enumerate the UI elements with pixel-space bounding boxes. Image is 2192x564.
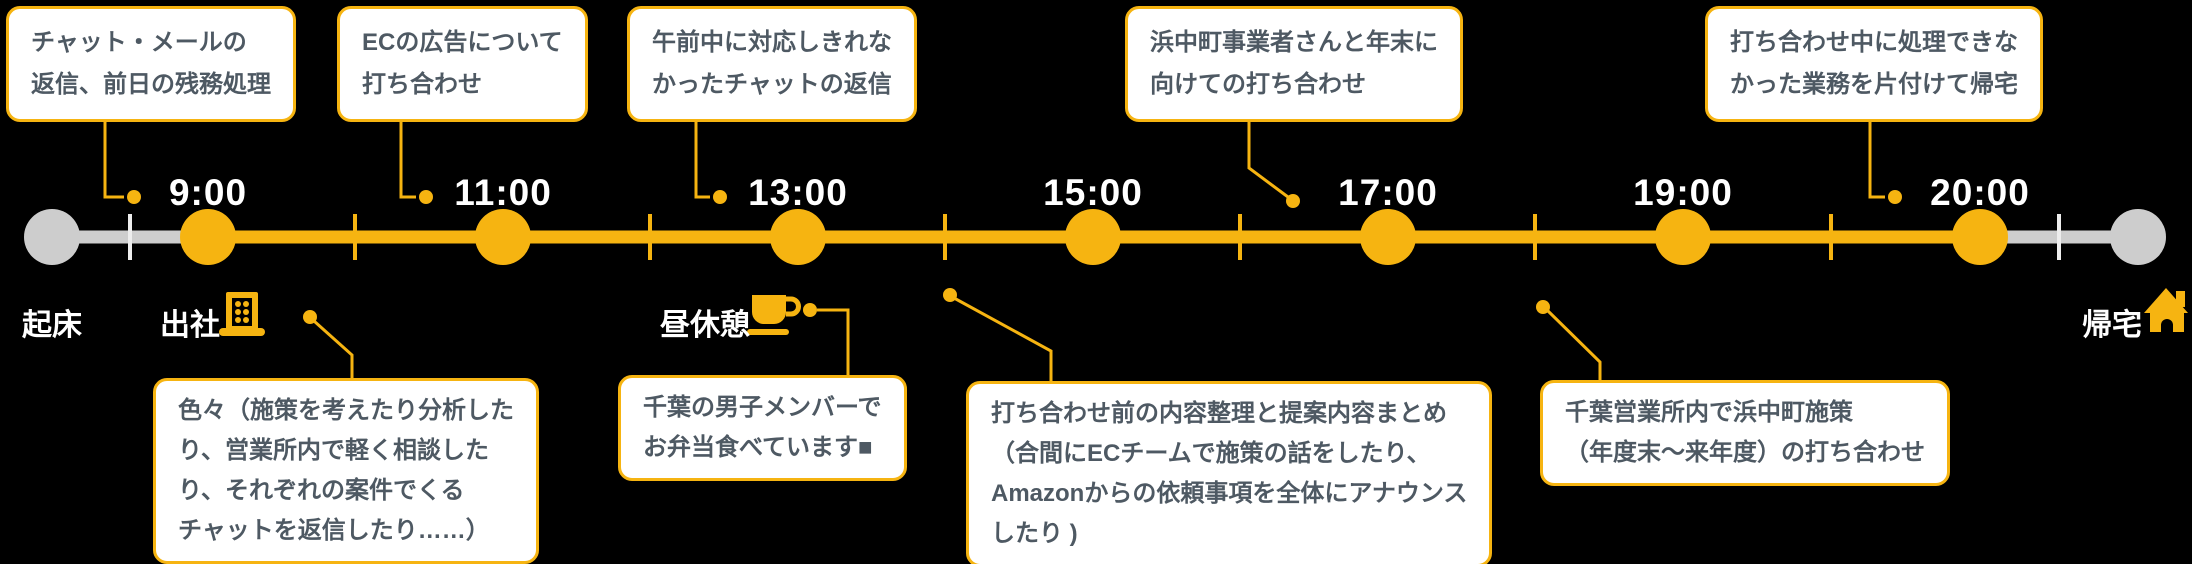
time-label-20: 20:00 — [1930, 172, 2030, 213]
wake-label: 起床 — [22, 309, 82, 342]
callout-note-lunch: 千葉の男子メンバーで お弁当食べています■ — [618, 375, 907, 481]
lunch-label: 昼休憩 — [660, 309, 750, 342]
connector-bottom-lunch — [803, 303, 850, 375]
callout-note-9: チャット・メールの 返信、前日の残務処理 — [6, 6, 296, 122]
house-icon — [2144, 288, 2188, 332]
time-node-11 — [475, 209, 531, 265]
home-node — [2110, 209, 2166, 265]
time-label-17: 17:00 — [1338, 172, 1438, 213]
callout-note-13: 午前中に対応しきれな かったチャットの返信 — [627, 6, 917, 122]
connector-top-20 — [1868, 118, 1902, 204]
time-label-15: 15:00 — [1043, 172, 1143, 213]
time-node-17 — [1360, 209, 1416, 265]
connector-top-11 — [399, 118, 433, 204]
callout-note-11: ECの広告について 打ち合わせ — [337, 6, 588, 122]
building-icon — [219, 292, 265, 336]
coffee-cup-icon — [747, 295, 801, 335]
callout-note-morning: 色々（施策を考えたり分析した り、営業所内で軽く相談した り、それぞれの案件でく… — [153, 378, 539, 564]
time-node-15 — [1065, 209, 1121, 265]
time-label-11: 11:00 — [454, 172, 552, 213]
time-nodes — [180, 209, 2008, 265]
arrive-label: 出社 — [160, 309, 220, 342]
callout-note-evening: 千葉営業所内で浜中町施策 （年度末〜来年度）の打ち合わせ — [1540, 380, 1950, 486]
time-node-9 — [180, 209, 236, 265]
home-label: 帰宅 — [2082, 309, 2142, 342]
tick-marks — [128, 214, 2061, 260]
time-label-13: 13:00 — [748, 172, 848, 213]
time-label-9: 9:00 — [168, 172, 248, 213]
time-node-13 — [770, 209, 826, 265]
wake-node — [24, 209, 80, 265]
time-label-19: 19:00 — [1633, 172, 1733, 213]
connector-bottom-evening — [1536, 300, 1602, 380]
time-node-19 — [1655, 209, 1711, 265]
time-node-20 — [1952, 209, 2008, 265]
connector-top-17 — [1247, 118, 1300, 208]
connector-top-13 — [694, 118, 727, 204]
callout-note-17: 浜中町事業者さんと年末に 向けての打ち合わせ — [1125, 6, 1463, 122]
callout-note-afternoon: 打ち合わせ前の内容整理と提案内容まとめ （合間にECチームで施策の話をしたり、 … — [966, 381, 1493, 564]
connector-top-9 — [103, 118, 141, 204]
connector-bottom-afternoon — [943, 288, 1053, 381]
callout-note-20: 打ち合わせ中に処理できな かった業務を片付けて帰宅 — [1705, 6, 2043, 122]
connector-bottom-morning — [303, 310, 354, 378]
